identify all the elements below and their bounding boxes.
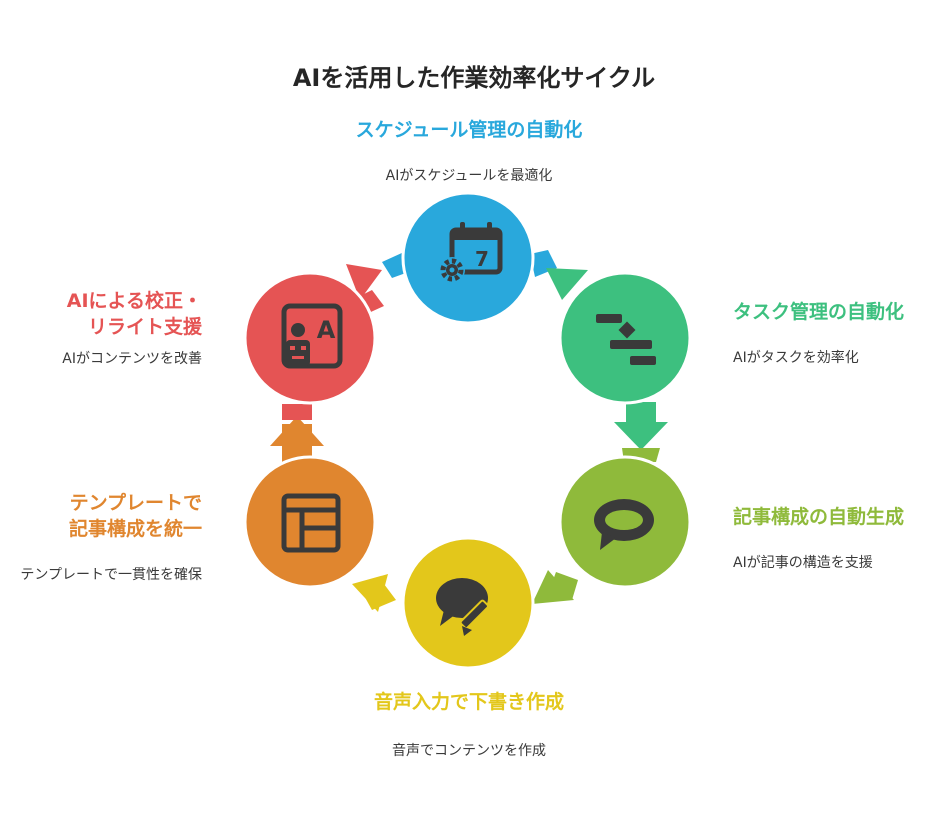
- step-voice-title: 音声入力で下書き作成: [373, 691, 564, 713]
- node-task: [558, 271, 692, 405]
- step-schedule-title: スケジュール管理の自動化: [355, 119, 583, 141]
- arrow-article-to-voice-head: [532, 570, 574, 604]
- step-task-title: タスク管理の自動化: [733, 301, 905, 323]
- arrow-voice-to-template-head: [352, 574, 388, 612]
- step-proofread-title-line1: AIによる校正・: [66, 290, 202, 312]
- arrow-template-to-proofread-head: [270, 416, 324, 446]
- node-schedule: 7: [401, 191, 535, 325]
- diagram-title: AIを活用した作業効率化サイクル: [292, 64, 656, 92]
- svg-text:A: A: [317, 316, 336, 344]
- node-proofread: A: [243, 271, 377, 405]
- arrow-template-to-proofread-tail: [282, 404, 312, 420]
- cycle-arrows: [270, 250, 668, 612]
- step-proofread-title: AIによる校正・ リライト支援: [22, 288, 202, 340]
- node-voice: [401, 536, 535, 670]
- calendar-gear-icon: 7: [439, 222, 503, 283]
- gantt-icon: [596, 314, 656, 365]
- node-template: [243, 455, 377, 589]
- step-article-title: 記事構成の自動生成: [733, 506, 905, 528]
- arrow-schedule-to-task-head: [546, 268, 588, 300]
- node-article: [558, 455, 692, 589]
- step-proofread-title-line2: リライト支援: [87, 316, 202, 338]
- step-template-desc: テンプレートで一貫性を確保: [20, 567, 202, 583]
- step-schedule-desc: AIがスケジュールを最適化: [385, 168, 553, 184]
- step-task-desc: AIがタスクを効率化: [733, 350, 859, 366]
- svg-text:7: 7: [475, 247, 489, 271]
- step-proofread-desc: AIがコンテンツを改善: [62, 351, 202, 367]
- step-voice-desc: 音声でコンテンツを作成: [392, 743, 546, 759]
- chat-pencil-icon: [436, 578, 490, 636]
- arrow-task-to-article: [626, 402, 656, 424]
- robot-text-icon: A: [281, 303, 343, 369]
- step-template-title: テンプレートで 記事構成を統一: [22, 490, 202, 542]
- arrow-proofread-to-schedule-head: [346, 264, 382, 300]
- step-template-title-line2: 記事構成を統一: [68, 518, 202, 540]
- step-article-desc: AIが記事の構造を支援: [733, 555, 873, 571]
- layout-template-icon: [281, 493, 341, 553]
- arrow-task-to-article-head: [614, 422, 668, 450]
- speech-bubble-icon: [594, 499, 654, 550]
- step-template-title-line1: テンプレートで: [69, 492, 202, 514]
